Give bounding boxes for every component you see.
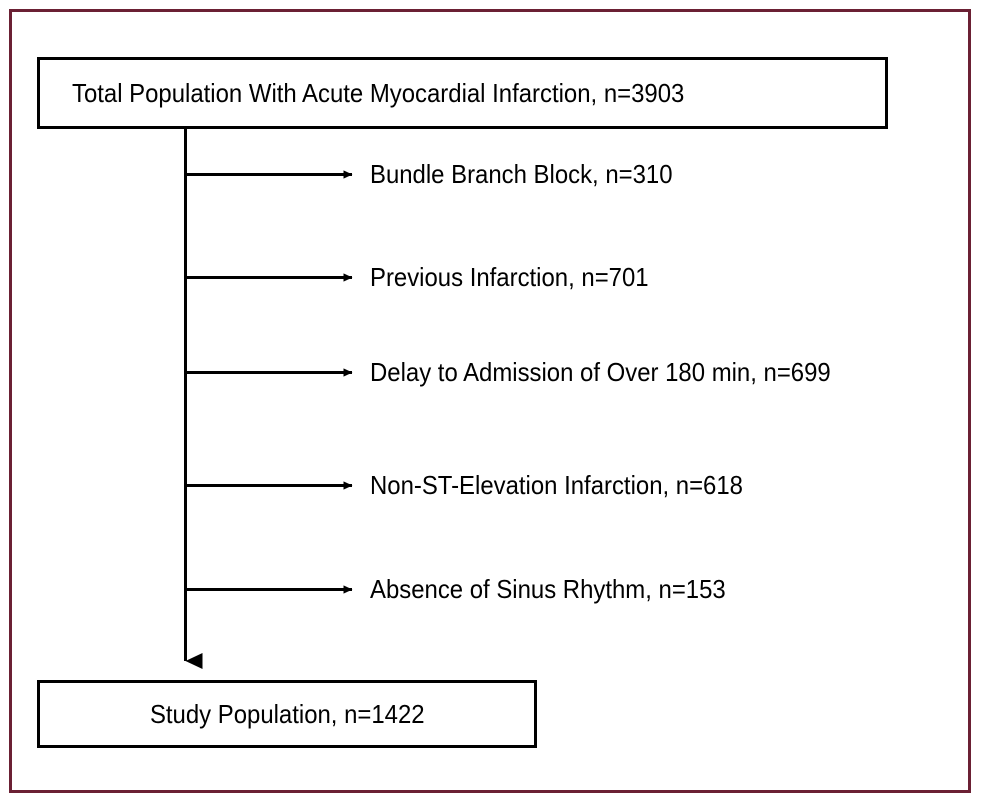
total-population-box: Total Population With Acute Myocardial I… (37, 57, 888, 129)
exclusion-label-non-st-elevation-infarction: Non-ST-Elevation Infarction, n=618 (370, 470, 743, 500)
total-population-label: Total Population With Acute Myocardial I… (72, 78, 685, 108)
exclusion-label-absence-of-sinus-rhythm: Absence of Sinus Rhythm, n=153 (370, 574, 726, 604)
exclusion-label-previous-infarction: Previous Infarction, n=701 (370, 262, 649, 292)
study-population-label: Study Population, n=1422 (149, 699, 425, 729)
figure-outer-frame (9, 9, 971, 793)
study-population-box: Study Population, n=1422 (37, 680, 537, 748)
exclusion-label-delay-to-admission: Delay to Admission of Over 180 min, n=69… (370, 357, 831, 387)
exclusion-label-bundle-branch-block: Bundle Branch Block, n=310 (370, 159, 673, 189)
